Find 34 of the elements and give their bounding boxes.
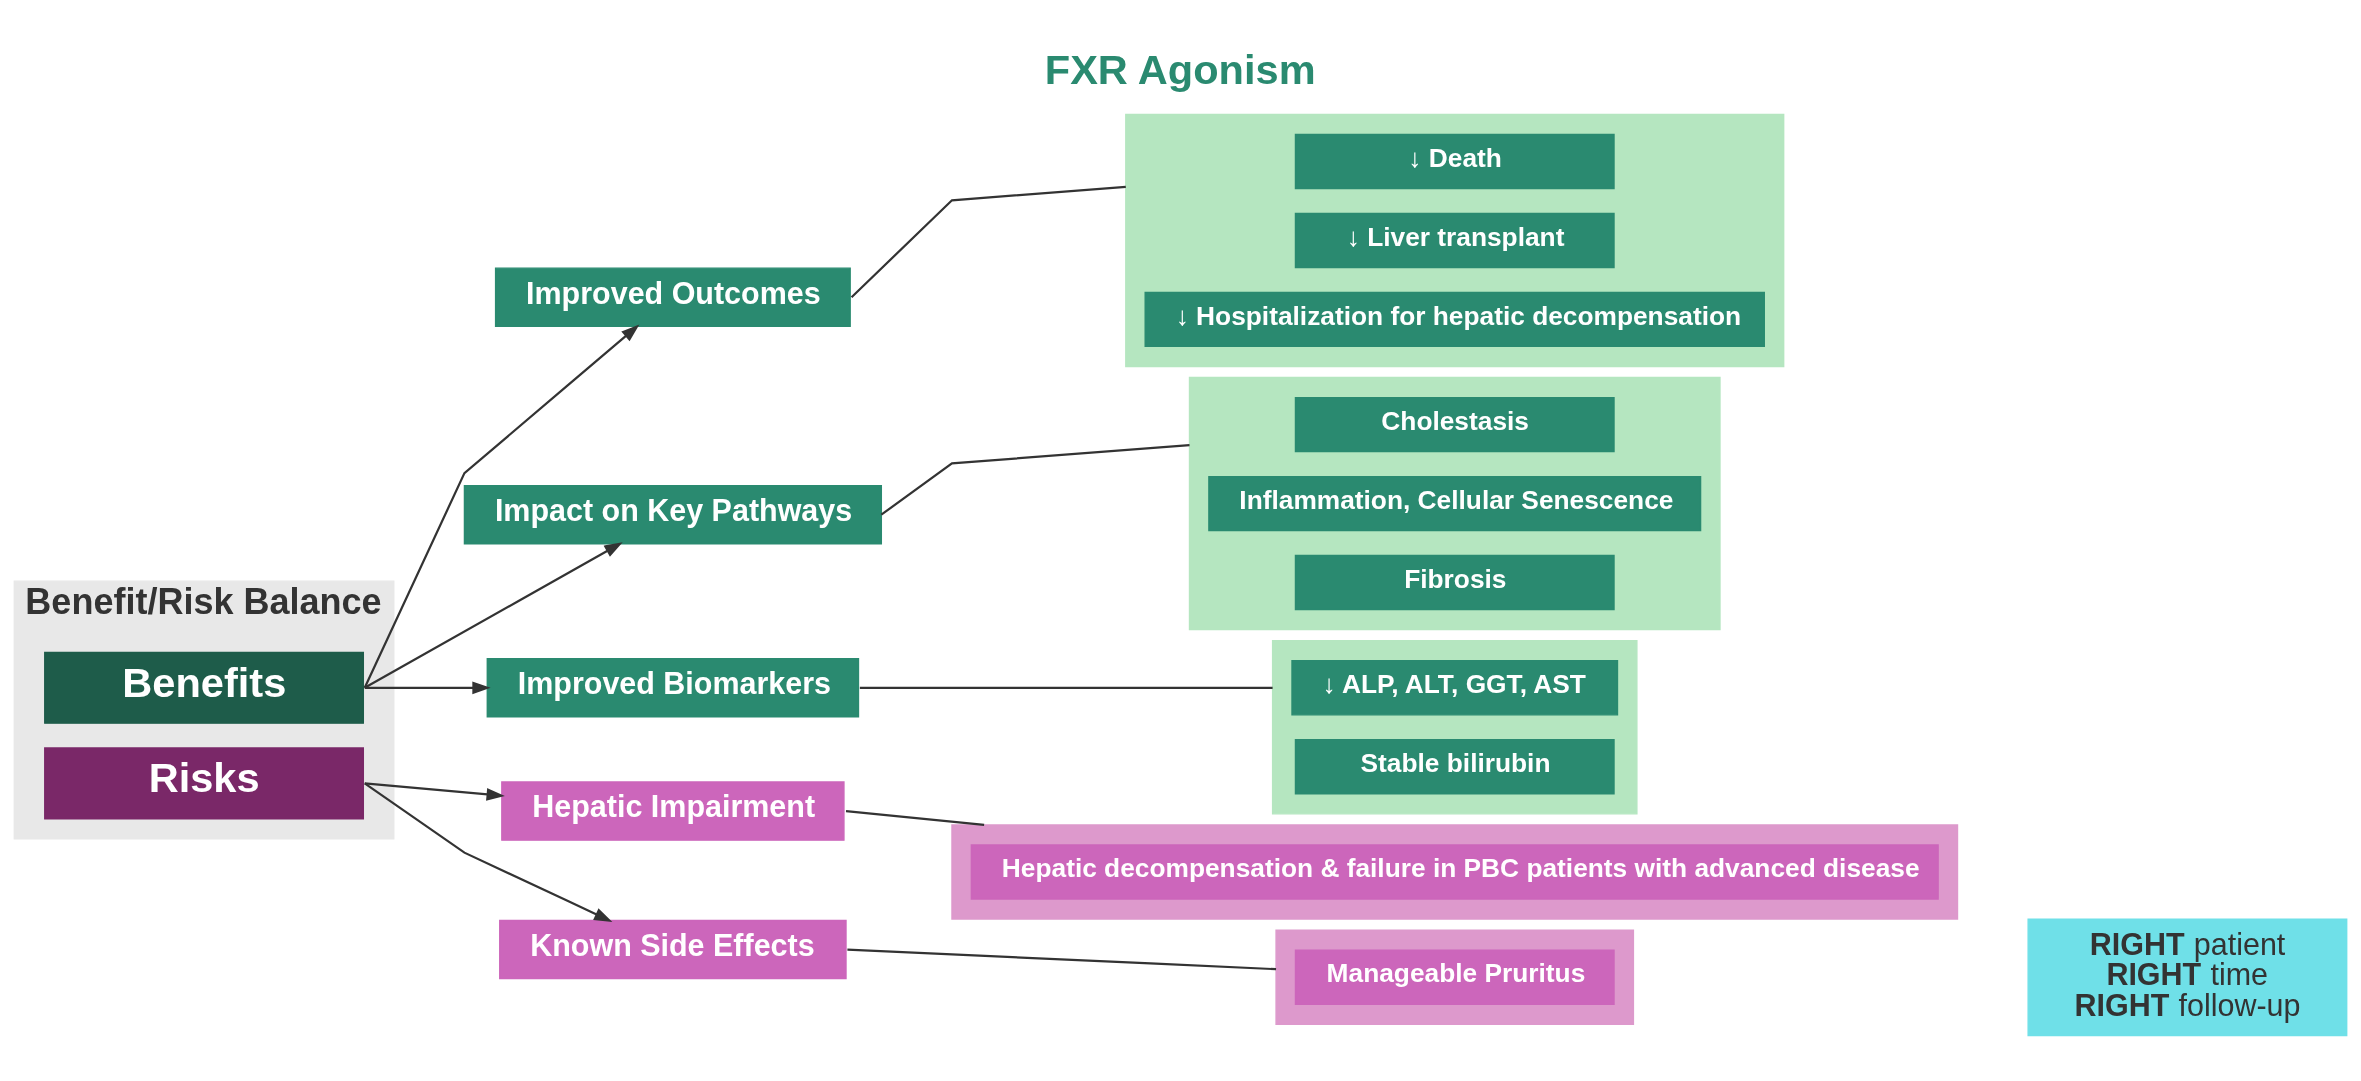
arrow	[364, 781, 505, 801]
node-box: Benefits	[44, 651, 365, 724]
node-box: RIGHT patient RIGHT time RIGHT follow-up	[2027, 917, 2348, 1036]
connector	[845, 809, 985, 826]
node-box: Fibrosis	[1294, 554, 1615, 610]
arrow	[364, 680, 491, 694]
node-box: ↓ Death	[1294, 133, 1615, 189]
connector	[859, 686, 1273, 689]
node-box: Risks	[44, 746, 365, 819]
cluster	[1271, 639, 1638, 815]
node-box: ↓ Liver transplant	[1294, 212, 1615, 268]
arrow	[364, 781, 613, 922]
node-box: Hepatic Impairment	[501, 780, 845, 841]
node-box: Inflammation, Cellular Senescence	[1208, 475, 1702, 531]
node-box: Cholestasis	[1294, 396, 1615, 452]
node-box: ↓ Hospitalization for hepatic decompensation	[1144, 291, 1765, 347]
node-box: Improved Outcomes	[494, 266, 851, 327]
cluster	[1188, 376, 1721, 630]
node-box: Known Side Effects	[499, 919, 847, 979]
arrow	[363, 324, 640, 688]
cluster	[951, 823, 1959, 920]
arrow	[364, 541, 623, 689]
diagram-title: FXR Agonism	[1044, 45, 1316, 93]
connector	[847, 948, 1277, 970]
connector	[880, 443, 1190, 516]
node-box: Manageable Pruritus	[1294, 949, 1615, 1005]
node-box: Improved Biomarkers	[486, 657, 860, 718]
node-box: Stable bilirubin	[1294, 738, 1615, 794]
node-box: Hepatic decompensation & failure in PBC patients with advanced disease	[970, 843, 1939, 900]
node-box: Impact on Key Pathways	[463, 484, 883, 544]
cluster	[1275, 929, 1635, 1025]
cluster	[1125, 113, 1785, 367]
node-box: ↓ ALP, ALT, GGT, AST	[1291, 659, 1619, 715]
connector	[850, 185, 1126, 298]
